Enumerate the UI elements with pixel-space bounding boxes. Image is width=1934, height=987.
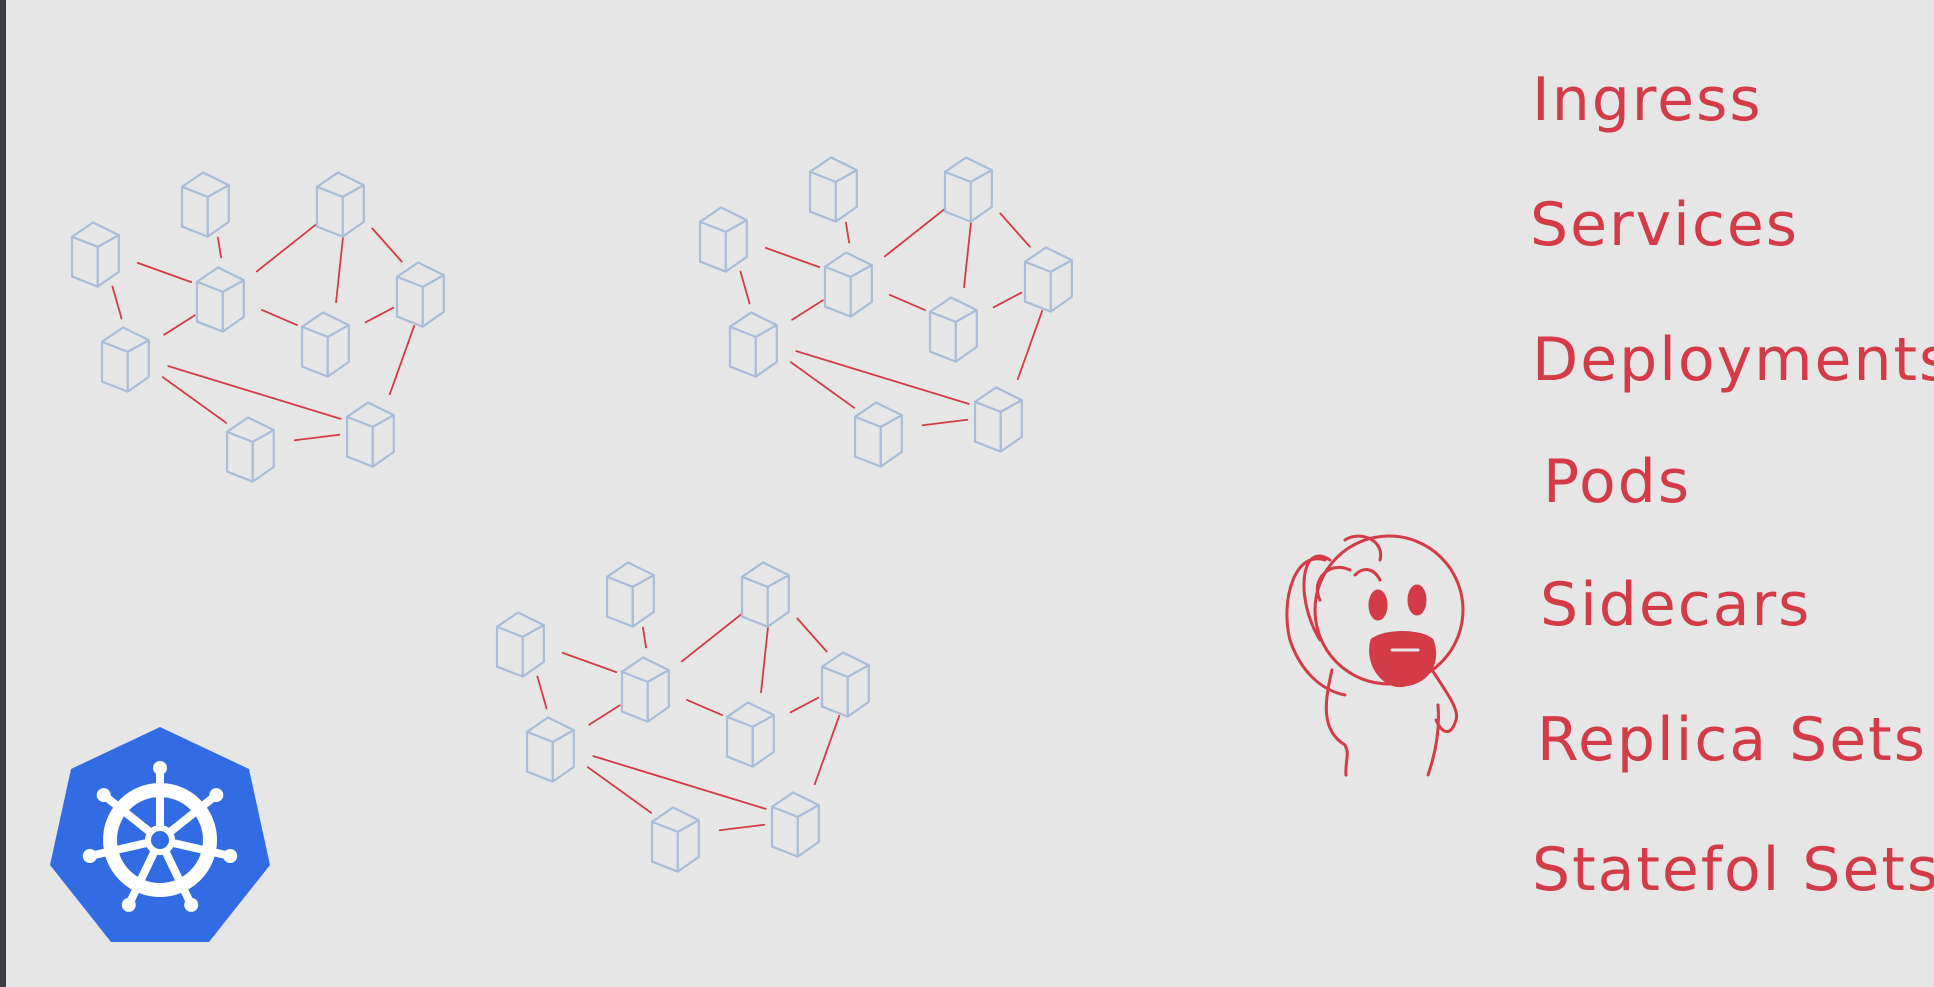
cluster-link bbox=[257, 224, 317, 272]
node-cube-icon bbox=[652, 808, 699, 872]
kubernetes-logo-icon bbox=[50, 727, 270, 942]
node-cube-icon bbox=[945, 158, 992, 222]
cluster-link bbox=[923, 420, 968, 426]
confused-person-icon bbox=[1287, 536, 1463, 775]
node-cube-icon bbox=[1025, 248, 1072, 312]
person-beard bbox=[1371, 633, 1435, 686]
wheel-handle bbox=[83, 849, 97, 863]
cluster-link bbox=[1000, 213, 1030, 246]
term-services: Services bbox=[1530, 195, 1799, 255]
node-cube-icon bbox=[102, 328, 149, 392]
term-pods: Pods bbox=[1543, 452, 1691, 512]
cluster-link bbox=[643, 628, 646, 648]
term-sidecars: Sidecars bbox=[1540, 575, 1811, 635]
term-statefol-sets: Statefol Sets bbox=[1532, 840, 1934, 900]
wheel-handle bbox=[97, 788, 111, 802]
node-cube-icon bbox=[302, 313, 349, 377]
wheel-handle bbox=[122, 898, 136, 912]
node-cube-icon bbox=[772, 793, 819, 857]
cluster-link bbox=[815, 716, 839, 784]
cluster-link bbox=[720, 825, 765, 831]
cluster-link bbox=[372, 228, 402, 261]
cluster-3 bbox=[497, 563, 869, 872]
node-cube-icon bbox=[347, 403, 394, 467]
cluster-link bbox=[262, 310, 297, 325]
cluster-link bbox=[890, 295, 925, 310]
cluster-2 bbox=[700, 158, 1072, 467]
wheel-hub bbox=[148, 828, 172, 852]
cluster-link bbox=[563, 653, 616, 672]
term-replica-sets: Replica Sets bbox=[1537, 710, 1927, 770]
node-cube-icon bbox=[930, 298, 977, 362]
cluster-link bbox=[588, 767, 651, 813]
cluster-link bbox=[589, 705, 620, 724]
node-cube-icon bbox=[197, 268, 244, 332]
cluster-link bbox=[846, 223, 849, 243]
node-cube-icon bbox=[742, 563, 789, 627]
node-cube-icon bbox=[825, 253, 872, 317]
node-cube-icon bbox=[622, 658, 669, 722]
cluster-link bbox=[390, 326, 414, 394]
wheel-handle bbox=[223, 849, 237, 863]
cluster-link bbox=[168, 366, 340, 419]
node-cube-icon bbox=[727, 703, 774, 767]
term-deployments: Deployments bbox=[1532, 330, 1934, 390]
cluster-link bbox=[740, 272, 749, 304]
person-eye-left bbox=[1370, 591, 1386, 619]
cluster-link bbox=[138, 263, 191, 282]
cluster-link bbox=[336, 238, 343, 302]
node-cube-icon bbox=[975, 388, 1022, 452]
cluster-link bbox=[791, 362, 854, 408]
cluster-link bbox=[164, 315, 195, 334]
node-cube-icon bbox=[730, 313, 777, 377]
cluster-link bbox=[797, 618, 827, 651]
cluster-link bbox=[792, 300, 823, 319]
node-cube-icon bbox=[700, 208, 747, 272]
node-cube-icon bbox=[810, 158, 857, 222]
cluster-1 bbox=[72, 173, 444, 482]
cluster-link bbox=[687, 700, 722, 715]
cluster-link bbox=[218, 238, 221, 258]
cluster-link bbox=[295, 435, 340, 441]
cluster-link bbox=[682, 614, 742, 662]
cluster-link bbox=[791, 698, 819, 713]
node-cube-icon bbox=[855, 403, 902, 467]
wheel-handle bbox=[184, 898, 198, 912]
cluster-link bbox=[796, 351, 968, 404]
cluster-link bbox=[537, 677, 546, 709]
node-cube-icon bbox=[227, 418, 274, 482]
cluster-link bbox=[1018, 311, 1042, 379]
node-cube-icon bbox=[822, 653, 869, 717]
cluster-link bbox=[112, 287, 121, 319]
node-cube-icon bbox=[317, 173, 364, 237]
cluster-link bbox=[593, 756, 765, 809]
cluster-link bbox=[994, 293, 1022, 308]
cluster-link bbox=[964, 223, 971, 287]
node-cube-icon bbox=[182, 173, 229, 237]
cluster-link bbox=[766, 248, 819, 267]
cluster-link bbox=[885, 209, 945, 257]
term-ingress: Ingress bbox=[1532, 70, 1763, 130]
cluster-link bbox=[761, 628, 768, 692]
person-eye-right bbox=[1409, 586, 1425, 614]
node-cube-icon bbox=[397, 263, 444, 327]
node-cube-icon bbox=[527, 718, 574, 782]
cluster-link bbox=[163, 377, 226, 423]
node-cube-icon bbox=[72, 223, 119, 287]
cluster-link bbox=[366, 308, 394, 323]
person-body bbox=[1326, 670, 1456, 775]
wheel-handle bbox=[153, 761, 167, 775]
node-cube-icon bbox=[497, 613, 544, 677]
wheel-handle bbox=[209, 788, 223, 802]
node-cube-icon bbox=[607, 563, 654, 627]
person-eyebrow bbox=[1355, 570, 1380, 580]
